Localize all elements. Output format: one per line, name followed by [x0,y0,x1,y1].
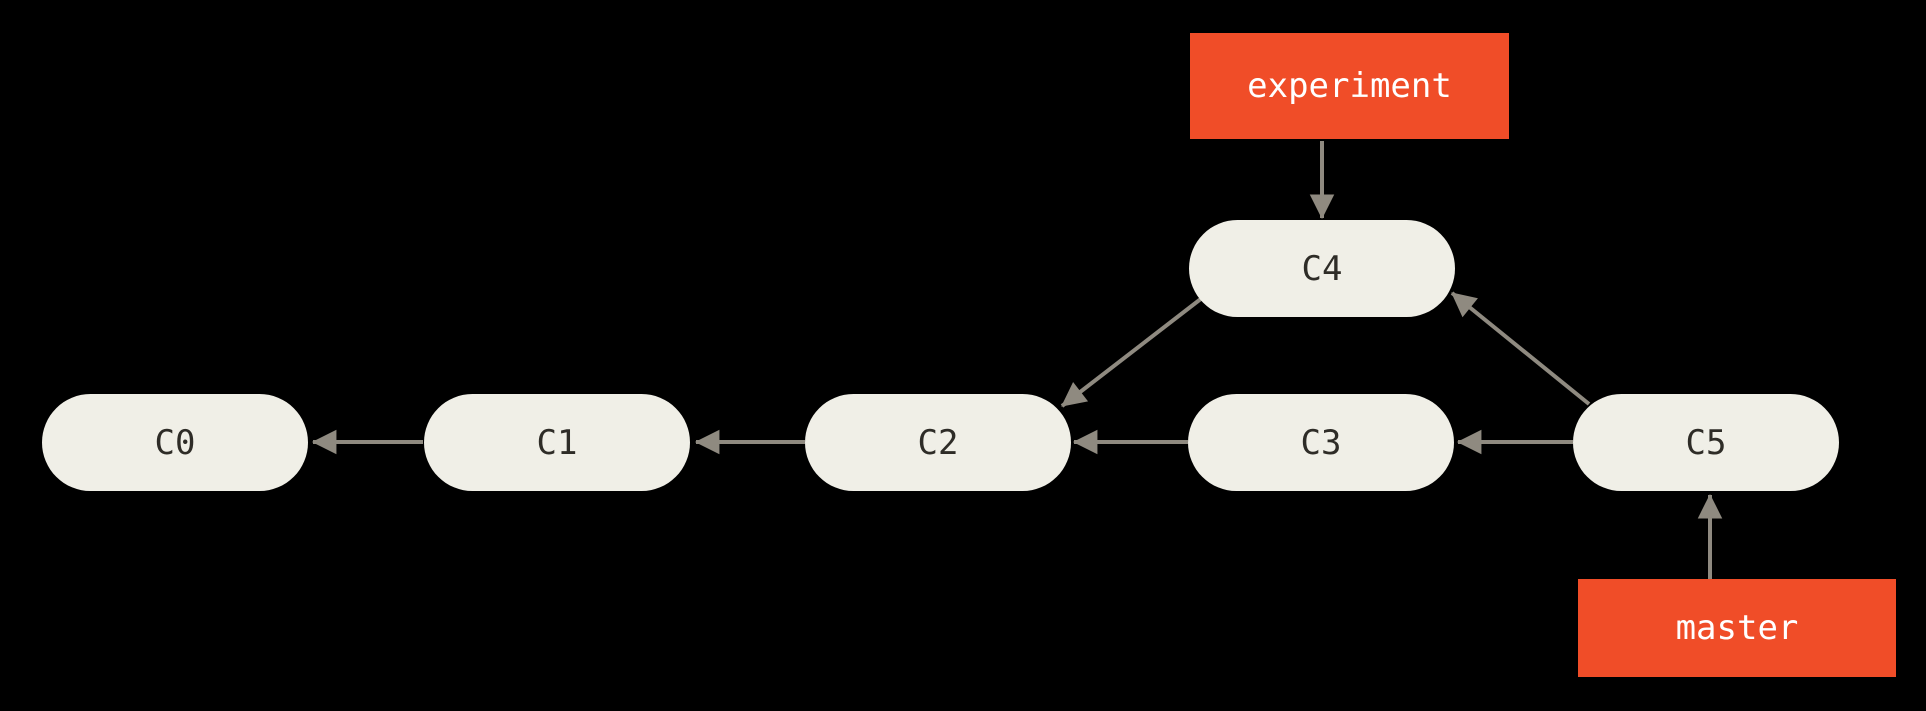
edge-c5-to-c4 [1450,291,1591,406]
commit-node-c0: C0 [42,394,308,491]
commit-label-c3: C3 [1300,422,1342,463]
commit-node-c2: C2 [805,394,1071,491]
branch-label-master-text: master [1675,608,1799,648]
branch-label-experiment-text: experiment [1247,66,1452,106]
commit-label-c0: C0 [154,422,196,463]
branch-label-experiment: experiment [1190,33,1509,139]
commit-label-c1: C1 [536,422,578,463]
edge-c4-to-c2 [1060,296,1204,408]
branch-label-master: master [1578,579,1896,677]
commit-node-c4: C4 [1189,220,1455,317]
commit-node-c5: C5 [1573,394,1839,491]
commit-node-c1: C1 [424,394,690,491]
commit-label-c2: C2 [917,422,959,463]
commit-node-c3: C3 [1188,394,1454,491]
commit-label-c4: C4 [1301,248,1343,289]
commit-label-c5: C5 [1685,422,1727,463]
